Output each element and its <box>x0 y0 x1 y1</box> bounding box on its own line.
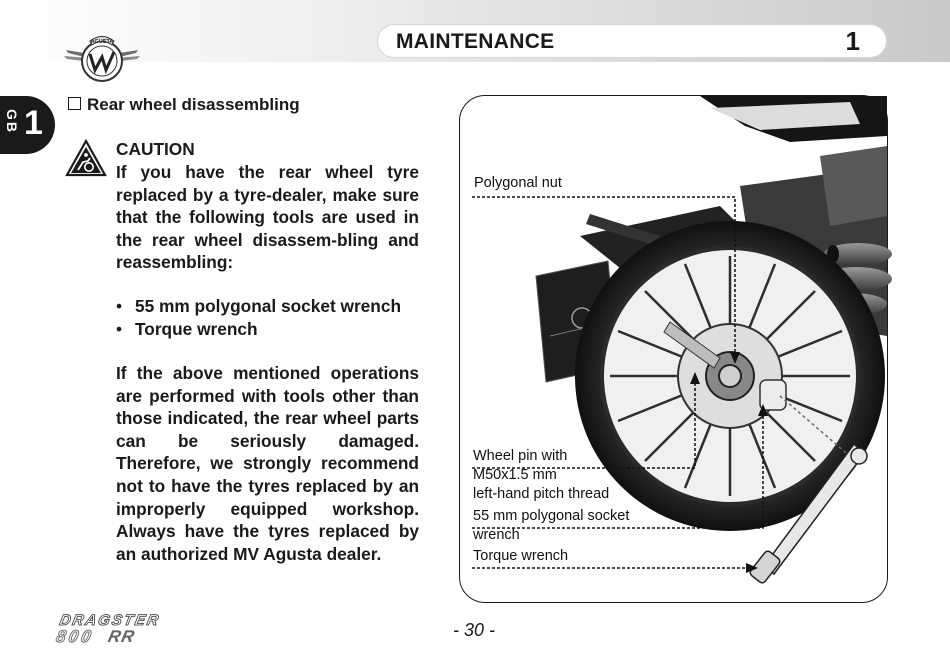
section-heading-text: Rear wheel disassembling <box>87 95 300 114</box>
warning-paragraph: If the above mentioned operations are pe… <box>116 363 419 564</box>
tools-list: 55 mm polygonal socket wrench Torque wre… <box>116 295 401 340</box>
chapter-number: 1 <box>24 104 43 142</box>
svg-text:800: 800 <box>54 626 96 646</box>
section-number: 1 <box>845 26 860 56</box>
logo-text: AGUSTA <box>91 39 114 45</box>
section-title: MAINTENANCE <box>396 30 555 53</box>
caution-text: If you have the rear wheel tyre replaced… <box>116 162 419 273</box>
language-tab: GB 1 <box>0 96 55 154</box>
callout-socket-wrench: 55 mm polygonal socket wrench <box>473 508 630 543</box>
page-number: - 30 - <box>453 620 496 640</box>
callout-polygonal-nut: Polygonal nut <box>474 175 562 191</box>
list-item: 55 mm polygonal socket wrench <box>116 295 401 318</box>
svg-text:RR: RR <box>106 626 137 646</box>
motorcycle-rear-wheel-illustration <box>472 96 892 584</box>
caution-title: CAUTION <box>116 139 195 159</box>
callout-torque-wrench: Torque wrench <box>473 548 569 564</box>
language-code: GB <box>4 109 20 134</box>
section-header: MAINTENANCE 1 <box>378 25 886 57</box>
mv-agusta-logo: AGUSTA <box>64 36 140 82</box>
rear-wheel-figure: Polygonal nut Wheel pin with M50x1.5 mm … <box>459 95 892 603</box>
section-heading: Rear wheel disassembling <box>68 95 300 115</box>
dragster-800rr-logo: DRAGSTER 800 RR <box>54 612 162 647</box>
warning-triangle-icon <box>65 138 107 177</box>
checkbox-icon <box>68 97 81 110</box>
svg-text:DRAGSTER: DRAGSTER <box>58 612 162 629</box>
callout-wheel-pin: Wheel pin with M50x1.5 mm left-hand pitc… <box>473 448 610 502</box>
list-item: Torque wrench <box>116 318 401 341</box>
